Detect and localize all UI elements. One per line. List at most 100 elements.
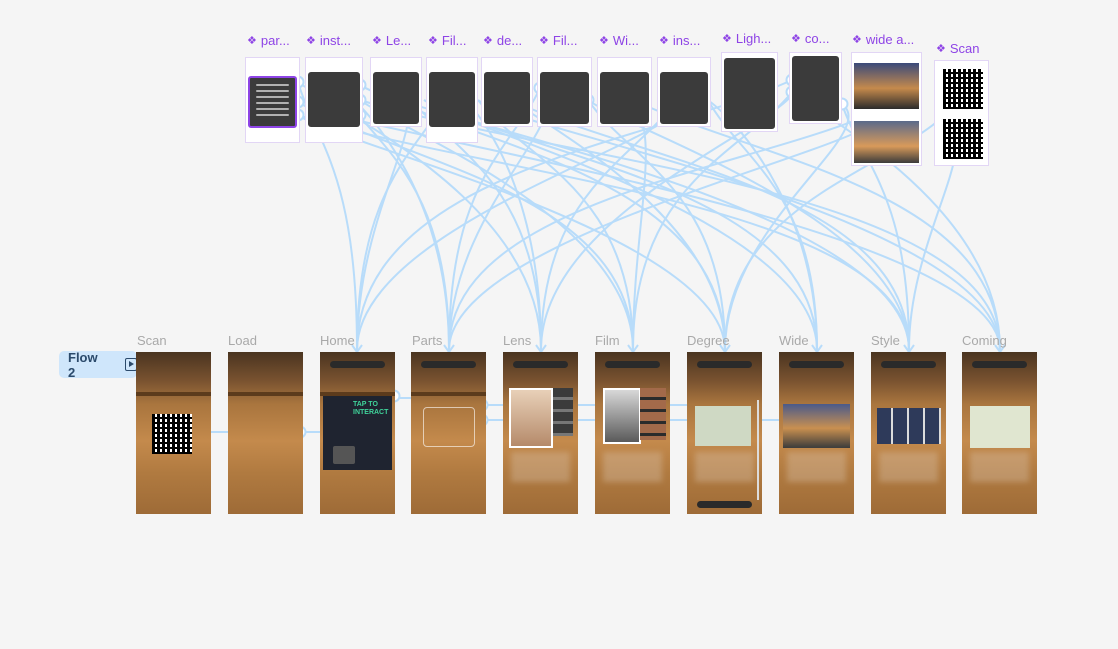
frame-film[interactable] <box>595 352 670 514</box>
top-pill <box>421 361 476 368</box>
card-preview <box>792 56 839 121</box>
frame-lens[interactable] <box>503 352 578 514</box>
shelf <box>411 392 486 396</box>
top-pill <box>605 361 660 368</box>
top-pill <box>789 361 844 368</box>
connection-line <box>511 99 726 351</box>
frame-label-parts[interactable]: Parts <box>412 333 443 348</box>
component-icon: ❖ <box>372 35 382 47</box>
component-icon: ❖ <box>428 35 438 47</box>
top-pill <box>697 361 752 368</box>
component-card-inst[interactable] <box>305 57 363 143</box>
component-card-fil-2[interactable] <box>537 57 592 127</box>
connection-line <box>707 99 818 351</box>
top-pill <box>330 361 385 368</box>
component-card-ins[interactable] <box>657 57 711 127</box>
home-card[interactable]: TAP TO INTERACT <box>323 396 392 470</box>
frame-wide[interactable] <box>779 352 854 514</box>
component-icon: ❖ <box>483 35 493 47</box>
frame-parts[interactable] <box>411 352 486 514</box>
style-grid <box>877 408 941 444</box>
top-pill <box>881 361 936 368</box>
component-card-co[interactable] <box>789 52 842 124</box>
card-preview <box>724 58 775 129</box>
component-icon: ❖ <box>539 35 549 47</box>
frame-load[interactable] <box>228 352 303 514</box>
frame-coming[interactable] <box>962 352 1037 514</box>
connection-line <box>724 103 850 351</box>
component-icon: ❖ <box>722 33 732 45</box>
component-card-wide-a[interactable] <box>851 52 922 166</box>
component-label-le[interactable]: ❖Le... <box>372 33 412 48</box>
frame-label-wide[interactable]: Wide <box>779 333 809 348</box>
photo-sunset-2 <box>854 121 919 163</box>
component-label-fil-2[interactable]: ❖Fil... <box>539 33 578 48</box>
component-label-inst[interactable]: ❖inst... <box>306 33 351 48</box>
card-preview <box>308 72 360 127</box>
component-icon: ❖ <box>852 34 862 46</box>
card-preview <box>540 72 589 124</box>
flow-starting-point[interactable]: Flow 2 <box>59 350 137 380</box>
shelf <box>320 392 395 396</box>
film-thumbnails <box>640 388 666 440</box>
wide-photo <box>783 404 850 448</box>
component-card-wi[interactable] <box>597 57 652 127</box>
component-card-scan[interactable] <box>934 60 989 166</box>
frame-degree[interactable] <box>687 352 762 514</box>
frame-label-film[interactable]: Film <box>595 333 620 348</box>
component-icon: ❖ <box>936 43 946 55</box>
component-card-le[interactable] <box>370 57 422 127</box>
qr-code-icon <box>943 69 983 109</box>
blur-area <box>787 452 846 482</box>
connection-line <box>448 109 881 351</box>
camera-outline <box>423 407 475 447</box>
frame-label-load[interactable]: Load <box>228 333 257 348</box>
component-label-par[interactable]: ❖par... <box>247 33 290 48</box>
component-icon: ❖ <box>659 35 669 47</box>
frame-scan[interactable] <box>136 352 211 514</box>
frame-label-degree[interactable]: Degree <box>687 333 730 348</box>
top-pill <box>972 361 1027 368</box>
component-label-ins[interactable]: ❖ins... <box>659 33 701 48</box>
card-preview <box>600 72 649 124</box>
component-label-wi[interactable]: ❖Wi... <box>599 33 639 48</box>
blur-area <box>970 452 1029 482</box>
frame-label-coming[interactable]: Coming <box>962 333 1007 348</box>
component-label-fil-1[interactable]: ❖Fil... <box>428 33 467 48</box>
camera-image <box>333 446 355 464</box>
lens-thumbnails <box>553 388 573 436</box>
qr-code-icon <box>943 119 983 159</box>
shelf <box>136 392 211 396</box>
top-pill <box>513 361 568 368</box>
frame-label-lens[interactable]: Lens <box>503 333 532 348</box>
component-label-ligh[interactable]: ❖Ligh... <box>722 31 772 46</box>
card-preview <box>373 72 419 124</box>
component-card-par[interactable] <box>245 57 300 143</box>
component-card-ligh[interactable] <box>721 52 778 132</box>
frame-style[interactable] <box>871 352 946 514</box>
connection-line <box>707 99 818 351</box>
component-card-fil-1[interactable] <box>426 57 478 143</box>
degree-slider[interactable] <box>757 400 759 500</box>
component-card-de[interactable] <box>481 57 533 127</box>
degree-card <box>695 406 751 446</box>
frame-label-style[interactable]: Style <box>871 333 900 348</box>
bottom-pill <box>697 501 752 508</box>
frame-label-home[interactable]: Home <box>320 333 355 348</box>
card-preview <box>660 72 708 124</box>
component-label-wide-a[interactable]: ❖wide a... <box>852 32 915 47</box>
component-icon: ❖ <box>306 35 316 47</box>
component-icon: ❖ <box>791 33 801 45</box>
card-text-lines <box>256 84 289 120</box>
component-label-de[interactable]: ❖de... <box>483 33 523 48</box>
component-icon: ❖ <box>247 35 257 47</box>
card-preview <box>484 72 530 124</box>
film-photo <box>603 388 641 444</box>
frame-home[interactable]: TAP TO INTERACT <box>320 352 395 514</box>
home-card-title: TAP TO INTERACT <box>353 401 389 416</box>
component-label-co[interactable]: ❖co... <box>791 31 830 46</box>
component-label-scan[interactable]: ❖Scan <box>936 41 980 56</box>
frame-label-scan[interactable]: Scan <box>137 333 167 348</box>
connection-line <box>841 103 910 351</box>
